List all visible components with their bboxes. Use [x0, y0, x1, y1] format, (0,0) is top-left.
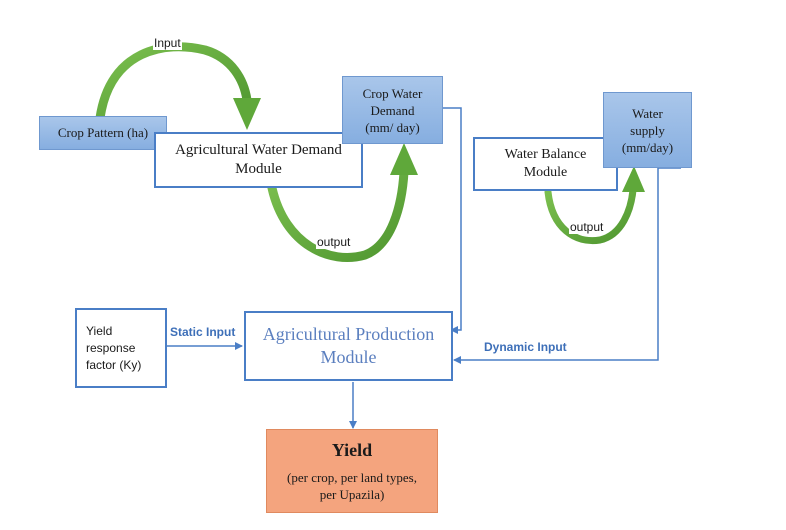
yield-response-factor-node: Yield response factor (Ky): [75, 308, 167, 388]
dynamic-input-label: Dynamic Input: [484, 340, 567, 354]
input-label: Input: [153, 36, 182, 50]
crop-pattern-node: Crop Pattern (ha): [39, 116, 167, 150]
crop-water-demand-line-1: Crop Water: [362, 85, 423, 101]
water-balance-line-2: Module: [523, 165, 568, 180]
agricultural-water-demand-module: Agricultural Water Demand Module: [154, 132, 363, 188]
connector-demand-to-production: [443, 107, 462, 334]
output-curve-arrow-2: [544, 166, 645, 245]
water-supply-line-1: Water: [632, 105, 663, 121]
yield-node: Yield (per crop, per land types, per Upa…: [266, 429, 438, 513]
ky-line-1: Yield: [86, 323, 113, 338]
input-curve-arrow: [95, 42, 261, 130]
output-label-2: output: [569, 220, 605, 234]
water-supply-node: Water supply (mm/day): [603, 92, 692, 168]
crop-water-demand-line-3: (mm/ day): [365, 119, 420, 135]
crop-water-demand-node: Crop Water Demand (mm/ day): [342, 76, 443, 144]
agricultural-production-module: Agricultural Production Module: [244, 311, 453, 381]
crop-pattern-label: Crop Pattern (ha): [57, 125, 149, 140]
awd-module-line-1: Agricultural Water Demand: [175, 142, 342, 158]
water-supply-line-2: supply: [630, 122, 665, 138]
output-label-1: output: [316, 235, 352, 249]
water-balance-module: Water Balance Module: [473, 137, 618, 191]
connector-supply-to-production: [453, 167, 681, 364]
output-curve-arrow-1: [267, 143, 418, 262]
ap-module-line-2: Module: [320, 347, 377, 367]
yield-title: Yield: [331, 439, 373, 460]
ap-module-line-1: Agricultural Production: [262, 324, 435, 344]
water-supply-line-3: (mm/day): [621, 139, 674, 155]
yield-sub-line-1: (per crop, per land types,: [287, 469, 417, 485]
crop-water-demand-line-2: Demand: [370, 102, 415, 118]
water-balance-line-1: Water Balance: [504, 147, 587, 162]
static-input-label: Static Input: [170, 325, 236, 339]
ky-line-2: response: [86, 340, 136, 355]
awd-module-line-2: Module: [235, 161, 282, 177]
yield-sub-line-2: per Upazila): [319, 486, 385, 502]
ky-line-3: factor (Ky): [86, 357, 142, 372]
